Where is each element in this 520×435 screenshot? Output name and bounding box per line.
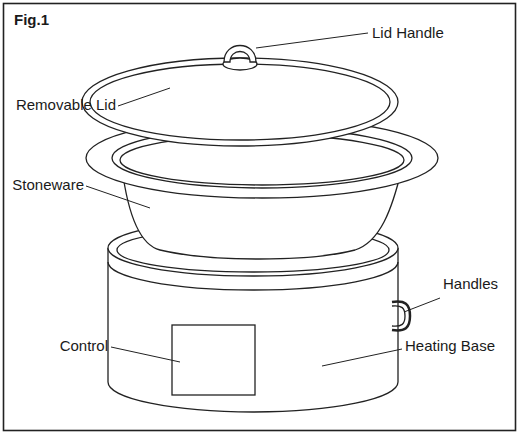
part-label: Handles — [443, 276, 498, 293]
leader-lines — [86, 33, 440, 366]
figure-title: Fig.1 — [14, 12, 49, 29]
control-panel — [172, 325, 255, 395]
part-label: Removable Lid — [16, 97, 116, 114]
removable-lid — [82, 46, 398, 147]
part-label: Control — [60, 338, 108, 355]
figure-frame — [4, 4, 516, 431]
part-label: Lid Handle — [372, 25, 444, 42]
part-label: Stoneware — [12, 177, 84, 194]
part-label: Heating Base — [405, 338, 495, 355]
